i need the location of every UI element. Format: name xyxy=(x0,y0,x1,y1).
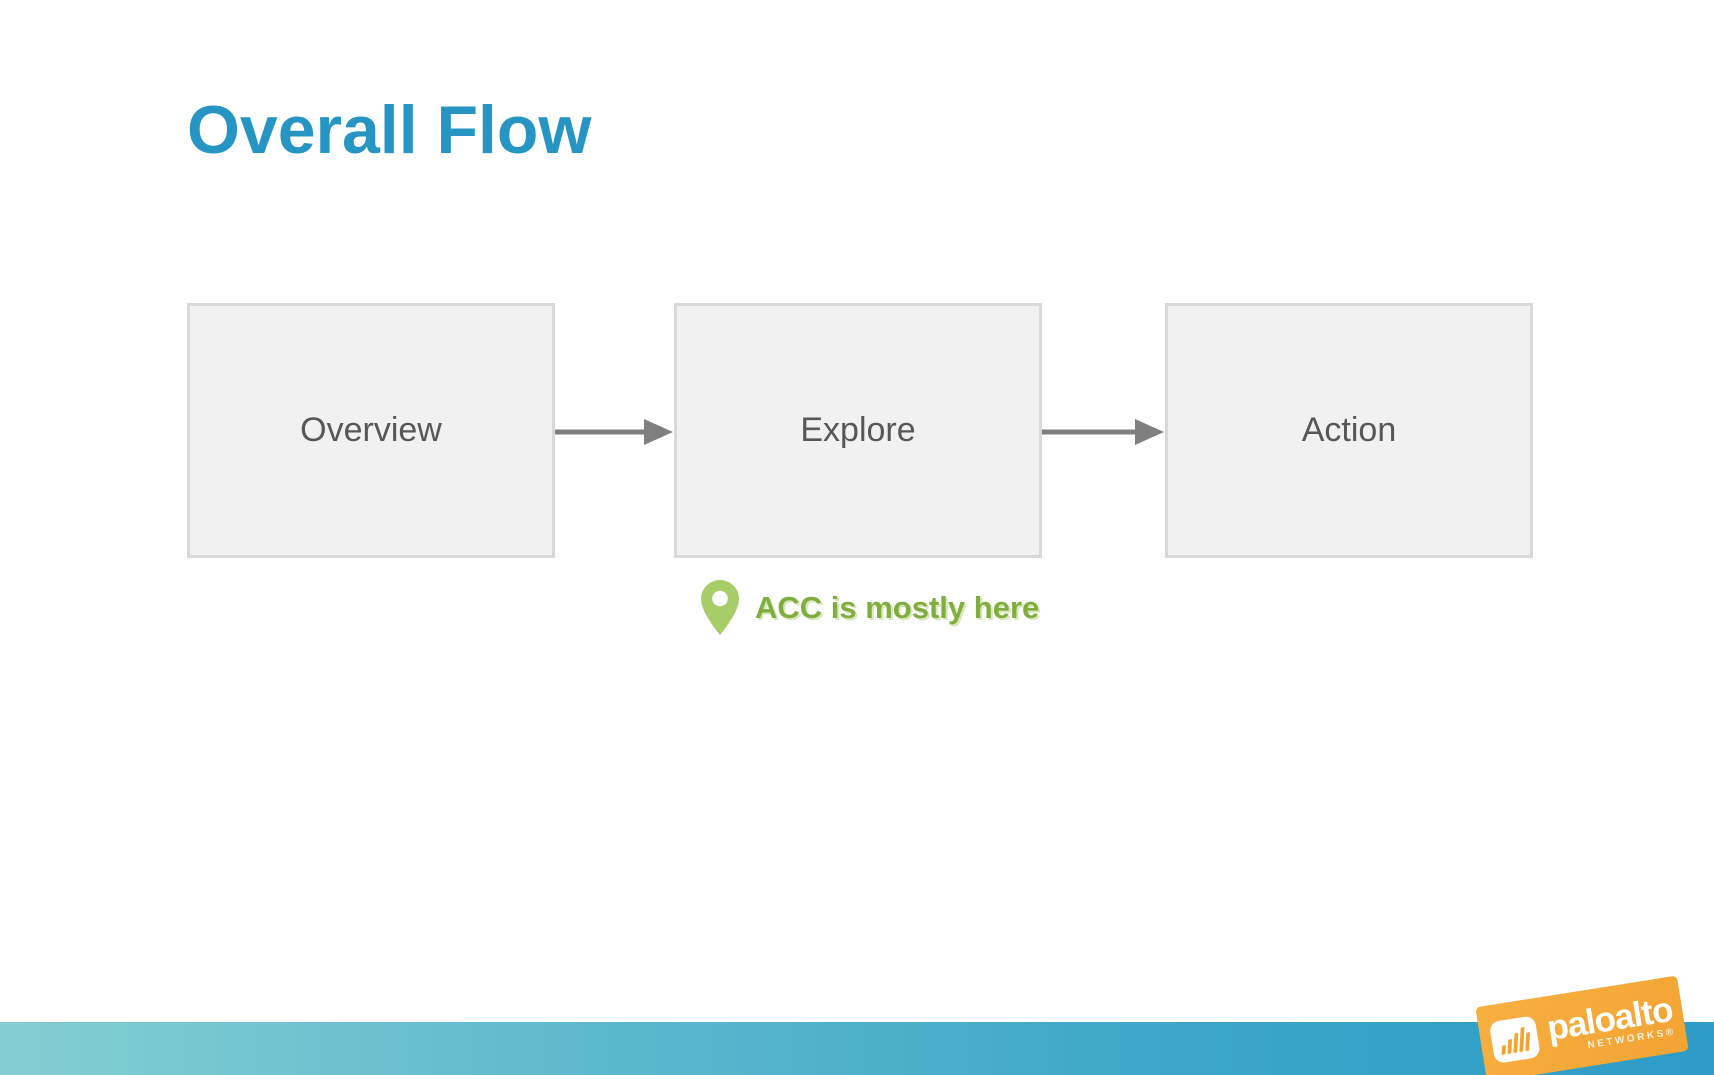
annotation: ACC is mostly here xyxy=(701,580,1039,635)
page-title: Overall Flow xyxy=(187,92,592,168)
flow-arrow-icon xyxy=(555,419,673,445)
location-pin-icon xyxy=(701,580,739,635)
flow-step-explore: Explore xyxy=(674,303,1042,558)
flow-step-overview: Overview xyxy=(187,303,555,558)
paloalto-logo: paloalto NETWORKS® xyxy=(1475,975,1689,1075)
logo-text: paloalto NETWORKS® xyxy=(1544,990,1676,1057)
paloalto-waveform-icon xyxy=(1490,1016,1540,1063)
flow-step-action: Action xyxy=(1165,303,1533,558)
flow-step-label: Explore xyxy=(800,411,916,449)
flow-step-label: Overview xyxy=(300,411,442,449)
annotation-label: ACC is mostly here xyxy=(755,589,1040,625)
footer-gradient-bar xyxy=(0,1022,1714,1075)
flow-step-label: Action xyxy=(1301,411,1397,449)
flow-arrow-icon xyxy=(1042,419,1164,445)
